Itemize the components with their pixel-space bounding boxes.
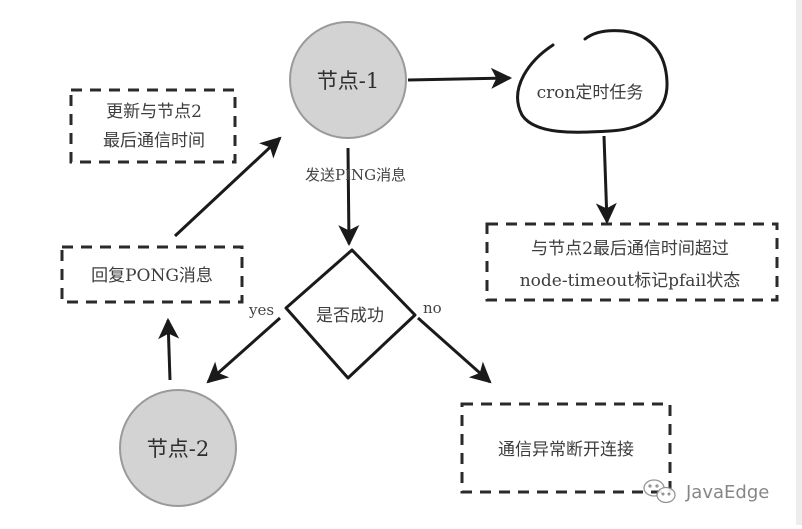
update-time-line-1: 更新与节点2: [106, 102, 202, 122]
cron-task-label: cron定时任务: [537, 83, 644, 103]
decision-node: 是否成功: [284, 248, 417, 380]
disconnect-box: 通信异常断开连接: [460, 402, 672, 494]
cron-task-node: cron定时任务: [516, 29, 669, 134]
node-2: 节点-2: [119, 389, 237, 507]
node-2-circle: [119, 389, 237, 507]
update-time-box-border: [69, 88, 237, 164]
edge-label-ping: 发送PING消息: [305, 166, 406, 184]
node-2-label: 节点-2: [147, 437, 209, 461]
timeout-pfail-box: 与节点2最后通信时间超过 node-timeout标记pfail状态: [485, 222, 779, 302]
cron-loop-shape: [516, 29, 669, 134]
decision-label: 是否成功: [316, 306, 384, 326]
edge-pong-to-node1: [173, 136, 282, 238]
disconnect-label: 通信异常断开连接: [498, 440, 634, 460]
node-1: 节点-1: [289, 21, 407, 139]
update-time-line-2: 最后通信时间: [103, 131, 205, 151]
edge-node1-to-cron: [407, 67, 513, 89]
wechat-icon: [643, 479, 676, 504]
edge-label-yes: yes: [248, 301, 274, 319]
edge-node2-to-pong: [158, 317, 180, 381]
pong-reply-box: 回复PONG消息: [60, 245, 244, 304]
edge-decision-no: [417, 316, 492, 384]
edge-label-no: no: [423, 299, 442, 317]
timeout-pfail-box-border: [485, 222, 779, 302]
watermark: JavaEdge: [643, 479, 769, 504]
update-time-box: 更新与节点2 最后通信时间: [69, 88, 237, 164]
right-edge-strip: [796, 0, 802, 525]
timeout-line-2: node-timeout标记pfail状态: [520, 271, 741, 291]
timeout-line-1: 与节点2最后通信时间超过: [531, 239, 729, 259]
edge-cron-to-timeout: [595, 135, 617, 225]
disconnect-box-border: [460, 402, 672, 494]
node-1-label: 节点-1: [317, 69, 379, 93]
watermark-text: JavaEdge: [685, 482, 769, 503]
edge-decision-yes: [206, 316, 281, 384]
pong-reply-label: 回复PONG消息: [91, 266, 213, 286]
edge-node1-to-decision: [338, 147, 360, 247]
decision-diamond: [284, 248, 417, 380]
pong-reply-box-border: [60, 245, 244, 304]
node-1-circle: [289, 21, 407, 139]
